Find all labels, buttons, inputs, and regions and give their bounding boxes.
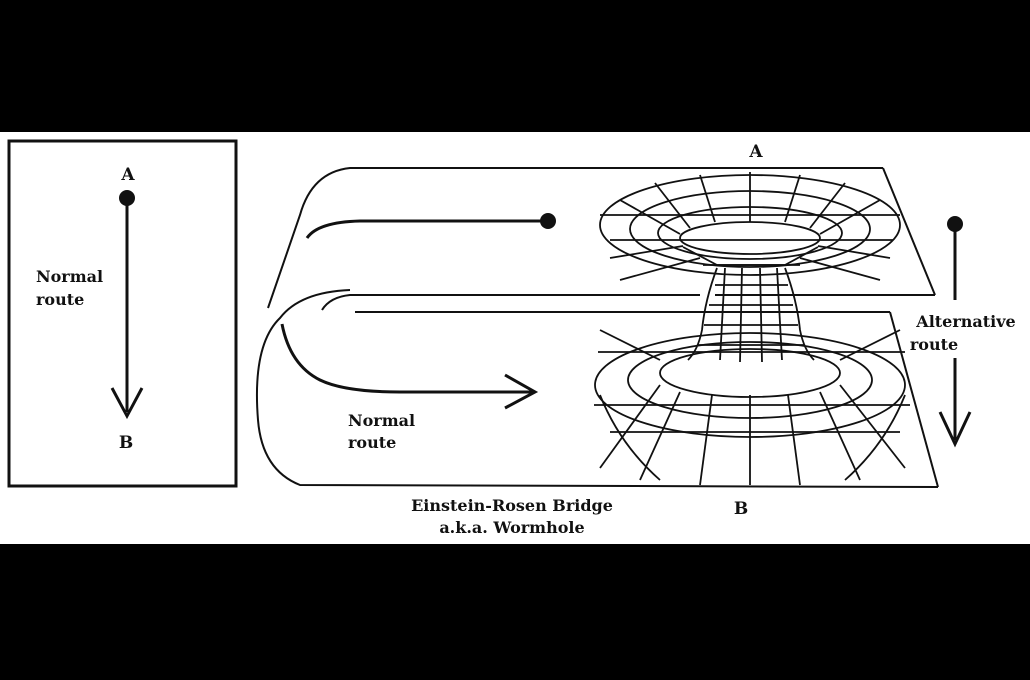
left-point-a-label: A bbox=[120, 165, 135, 185]
normal-route-label-line2: route bbox=[348, 433, 396, 452]
wormhole-throat bbox=[687, 267, 815, 363]
upper-funnel-grid bbox=[599, 172, 901, 281]
alternative-route-label-line1: Alternative bbox=[915, 312, 1015, 331]
alternative-route-label-line2: route bbox=[910, 335, 958, 354]
left-arrow-head bbox=[110, 387, 144, 420]
left-panel-frame bbox=[7, 139, 238, 488]
left-point-b-label: B bbox=[119, 433, 133, 453]
left-route-label-line1: Normal bbox=[36, 267, 103, 286]
caption-line1: Einstein-Rosen Bridge bbox=[411, 496, 613, 515]
folded-space-sheet bbox=[255, 167, 939, 488]
alternative-route-arrow-head bbox=[938, 411, 972, 448]
normal-route-label-line1: Normal bbox=[348, 411, 415, 430]
caption-line2: a.k.a. Wormhole bbox=[439, 518, 584, 537]
wormhole-point-a-label: A bbox=[748, 142, 763, 162]
wormhole-point-b-label: B bbox=[734, 499, 748, 519]
wormhole-point-a-dot bbox=[540, 213, 556, 229]
normal-route-path bbox=[280, 219, 546, 410]
lower-funnel-grid bbox=[594, 329, 910, 486]
left-route-label-line2: route bbox=[36, 290, 84, 309]
